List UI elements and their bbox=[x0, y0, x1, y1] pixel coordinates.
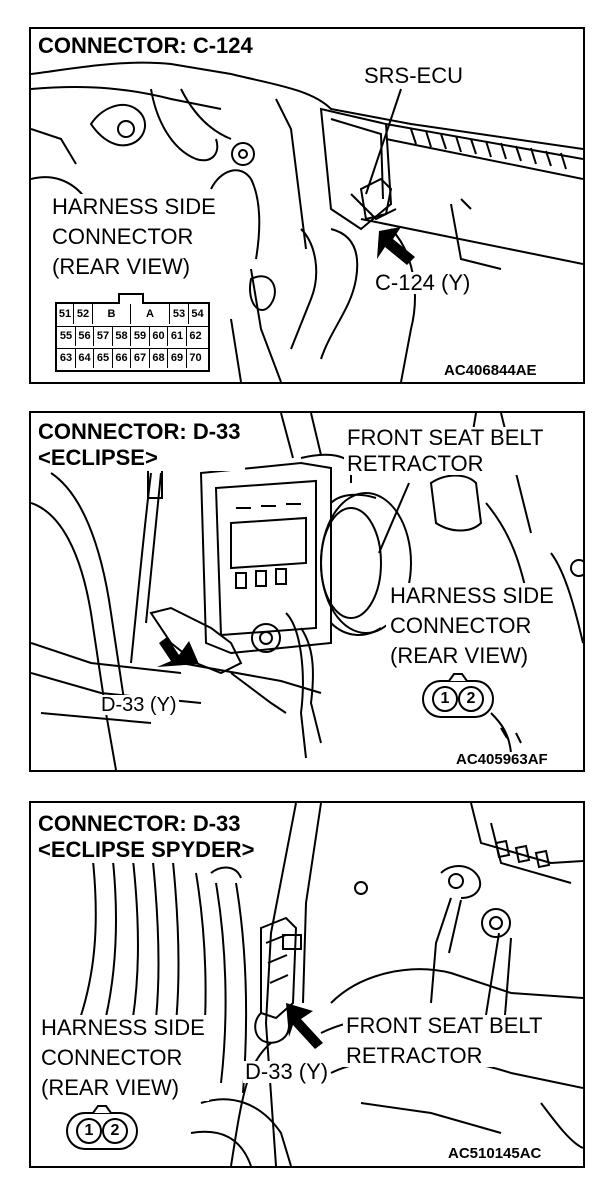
connector-label: C-124 (Y) bbox=[373, 270, 473, 295]
harness-label-block: HARNESS SIDE CONNECTOR (REAR VIEW) bbox=[386, 583, 558, 669]
panel-title-line2: <ECLIPSE> bbox=[38, 445, 158, 470]
c124-pin-grid: 51 52 B A 53 54 55 56 57 58 59 60 61 62 … bbox=[55, 293, 210, 372]
pin-row-mid: 55 56 57 58 59 60 61 62 bbox=[57, 326, 208, 349]
harness-label-line2: CONNECTOR bbox=[390, 613, 532, 638]
component-label-line1: FRONT SEAT BELT bbox=[347, 425, 544, 450]
pin: 70 bbox=[189, 352, 202, 364]
d33-spyder-illustration bbox=[50, 803, 583, 1166]
component-label-block: FRONT SEAT BELT RETRACTOR bbox=[343, 1013, 546, 1068]
panel-d33-eclipse-spyder: CONNECTOR: D-33 <ECLIPSE SPYDER> HARNESS… bbox=[29, 801, 585, 1168]
harness-label-line3: (REAR VIEW) bbox=[52, 254, 191, 279]
component-label-line2: RETRACTOR bbox=[346, 1043, 483, 1068]
pin: 64 bbox=[76, 348, 94, 368]
figure-code: AC510145AC bbox=[445, 1146, 545, 1161]
pin: 52 bbox=[74, 304, 93, 324]
panel-title-line1: CONNECTOR: D-33 bbox=[38, 419, 241, 444]
pin: A bbox=[131, 304, 170, 324]
pin: 63 bbox=[57, 348, 76, 368]
harness-label-line3: (REAR VIEW) bbox=[41, 1075, 180, 1100]
component-label-line2: RETRACTOR bbox=[347, 451, 484, 476]
pin-row-bottom: 63 64 65 66 67 68 69 70 bbox=[57, 348, 208, 370]
harness-label-block: HARNESS SIDE CONNECTOR (REAR VIEW) bbox=[37, 1015, 209, 1101]
pin: 68 bbox=[150, 348, 168, 368]
pin: 1 bbox=[76, 1118, 102, 1144]
pin-grid-latch bbox=[118, 293, 144, 304]
pin: 59 bbox=[131, 326, 150, 346]
pin: 62 bbox=[189, 330, 202, 342]
pin: 66 bbox=[113, 348, 131, 368]
connector-label: D-33 (Y) bbox=[99, 694, 179, 716]
panel-d33-eclipse: CONNECTOR: D-33 <ECLIPSE> FRONT SEAT BEL… bbox=[29, 411, 585, 772]
component-label: SRS-ECU bbox=[362, 63, 466, 88]
title-block: CONNECTOR: D-33 <ECLIPSE SPYDER> bbox=[36, 811, 259, 863]
pin: 2 bbox=[458, 686, 484, 712]
c124-illustration bbox=[31, 61, 583, 382]
connector-label: D-33 (Y) bbox=[243, 1059, 331, 1084]
pin: 57 bbox=[94, 326, 113, 346]
d33-pin-connector: 1 2 bbox=[65, 1105, 139, 1153]
title-block: CONNECTOR: D-33 <ECLIPSE> bbox=[36, 421, 245, 471]
harness-label-line1: HARNESS SIDE bbox=[41, 1015, 205, 1040]
harness-label-line1: HARNESS SIDE bbox=[52, 194, 216, 219]
pin: 1 bbox=[432, 686, 458, 712]
pin-row-top: 51 52 B A 53 54 bbox=[57, 304, 208, 327]
pin: 56 bbox=[76, 326, 94, 346]
pin: 55 bbox=[57, 326, 76, 346]
harness-label-line2: CONNECTOR bbox=[52, 224, 194, 249]
pin: 67 bbox=[131, 348, 150, 368]
pin: 61 bbox=[168, 326, 187, 346]
pin: 51 bbox=[57, 304, 74, 324]
pin: 2 bbox=[102, 1118, 128, 1144]
pin: 65 bbox=[94, 348, 113, 368]
figure-code: AC406844AE bbox=[441, 363, 540, 378]
figure-code: AC405963AF bbox=[453, 752, 551, 767]
pin: 60 bbox=[150, 326, 168, 346]
harness-label-line3: (REAR VIEW) bbox=[390, 643, 529, 668]
harness-label-line2: CONNECTOR bbox=[41, 1045, 183, 1070]
pin: 58 bbox=[113, 326, 131, 346]
component-label-line1: FRONT SEAT BELT bbox=[346, 1013, 543, 1038]
panel-title-line1: CONNECTOR: D-33 bbox=[38, 811, 241, 836]
panel-c124: CONNECTOR: C-124 SRS-ECU HARNESS SIDE CO… bbox=[29, 27, 585, 384]
d33-pin-connector: 1 2 bbox=[421, 673, 495, 721]
pin: B bbox=[93, 304, 131, 324]
harness-label-line1: HARNESS SIDE bbox=[390, 583, 554, 608]
harness-label-block: HARNESS SIDE CONNECTOR (REAR VIEW) bbox=[48, 194, 220, 282]
panel-title: CONNECTOR: C-124 bbox=[38, 33, 253, 58]
panel-title-line2: <ECLIPSE SPYDER> bbox=[38, 837, 255, 862]
component-label-block: FRONT SEAT BELT RETRACTOR bbox=[344, 425, 547, 476]
pin: 54 bbox=[191, 308, 204, 320]
pin: 53 bbox=[170, 304, 189, 324]
pin: 69 bbox=[168, 348, 187, 368]
